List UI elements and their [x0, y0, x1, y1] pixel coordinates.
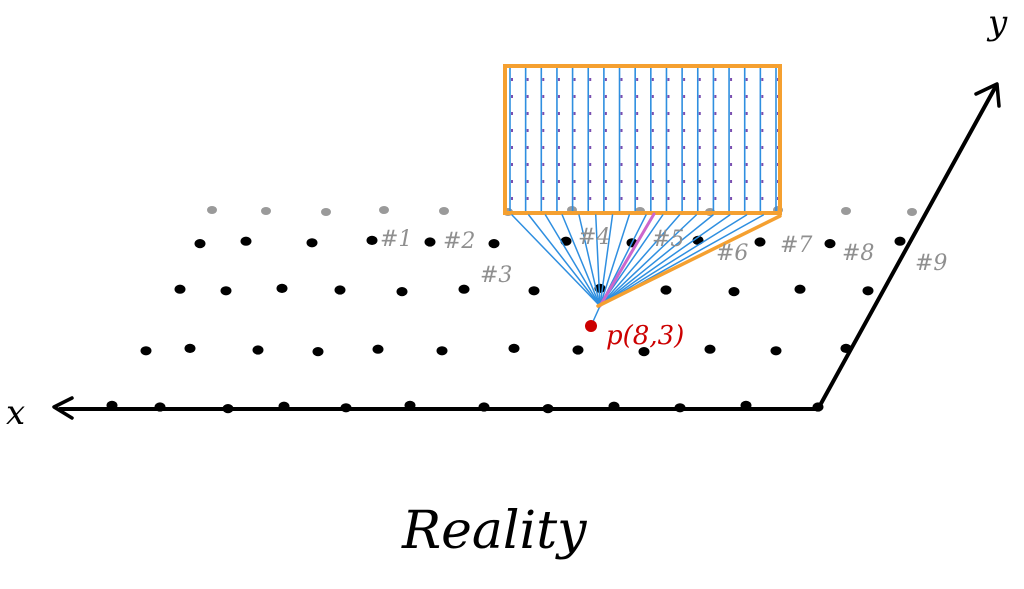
- screen-columns: [509, 68, 777, 212]
- grid-dot: [528, 286, 540, 296]
- ray-label-4: #4: [578, 225, 610, 250]
- y-axis-arrowhead: [974, 82, 1001, 108]
- ray-line: [528, 214, 601, 307]
- ray-label-9: #9: [915, 251, 947, 276]
- ray-line: [595, 214, 601, 307]
- axes: [52, 82, 1001, 420]
- grid-dot: [306, 238, 318, 248]
- ray-label-2: #2: [443, 229, 475, 254]
- screen-dots: [511, 78, 779, 200]
- ray-label-8: #8: [842, 241, 874, 266]
- grid-dot: [436, 346, 448, 356]
- grid-dot: [240, 236, 252, 246]
- highlighted-ray: [598, 212, 656, 308]
- grid-dot: [396, 287, 408, 297]
- y-axis-label: y: [986, 3, 1008, 43]
- ray-line: [599, 214, 714, 307]
- grid-dot: [184, 343, 196, 353]
- grid-dot: [704, 344, 716, 354]
- grid-dot: [252, 345, 264, 355]
- grid-dot: [140, 346, 152, 356]
- far-grid-dot: [379, 206, 389, 214]
- x-axis-arrowhead: [52, 396, 74, 420]
- grid-dot: [824, 239, 836, 249]
- ray-line: [599, 214, 630, 307]
- far-grid-dot: [261, 207, 271, 215]
- grid-dot: [220, 286, 232, 296]
- grid-dot: [312, 347, 324, 357]
- ray-label-5: #5: [652, 227, 684, 252]
- ray-line: [599, 214, 731, 307]
- grid-dot: [508, 343, 520, 353]
- far-grid-dot: [321, 208, 331, 216]
- grid-dot: [572, 345, 584, 355]
- grid-dot: [894, 236, 906, 246]
- grid-dot: [660, 285, 672, 295]
- point-marker: [585, 320, 597, 332]
- ray-line: [599, 214, 697, 307]
- grid-dot: [366, 235, 378, 245]
- grid-dot: [862, 286, 874, 296]
- grid-dot: [276, 283, 288, 293]
- projection-screen: [503, 64, 782, 215]
- ray-line: [561, 214, 601, 307]
- ray-label-3: #3: [480, 263, 512, 288]
- screen-frame: [503, 64, 782, 215]
- diagram-title: Reality: [401, 501, 587, 561]
- grid-dot: [458, 284, 470, 294]
- grid-dot: [794, 284, 806, 294]
- y-axis-line: [816, 84, 998, 411]
- far-grid-dot: [439, 207, 449, 215]
- grid-dot: [488, 239, 500, 249]
- grid-dot: [334, 285, 346, 295]
- ray-label-6: #6: [716, 241, 748, 266]
- grid-dot: [770, 346, 782, 356]
- grid-dot: [560, 236, 572, 246]
- ray-label-1: #1: [380, 227, 412, 252]
- far-grid-dot: [841, 207, 851, 215]
- grid-dot: [174, 284, 186, 294]
- ray-line: [599, 214, 614, 307]
- far-grid-dot: [207, 206, 217, 214]
- grid-dot: [728, 287, 740, 297]
- ray-labels: #1 #2 #3 #4 #5 #6 #7 #8 #9: [380, 225, 947, 288]
- ray-label-7: #7: [780, 233, 812, 258]
- ray-line: [578, 214, 601, 307]
- grid-dot: [638, 347, 650, 357]
- ray-line: [544, 214, 601, 307]
- grid-dot: [754, 237, 766, 247]
- x-axis-label: x: [6, 393, 25, 433]
- grid-dot: [372, 344, 384, 354]
- grid-dot: [194, 239, 206, 249]
- grid-dot: [424, 237, 436, 247]
- ray-line: [599, 214, 681, 307]
- ray-line: [599, 214, 748, 307]
- frustum-edge: [596, 214, 782, 308]
- far-grid-dot: [907, 208, 917, 216]
- ray-line: [511, 214, 601, 307]
- ray-fan: [511, 214, 781, 327]
- point-label: p(8,3): [606, 321, 684, 351]
